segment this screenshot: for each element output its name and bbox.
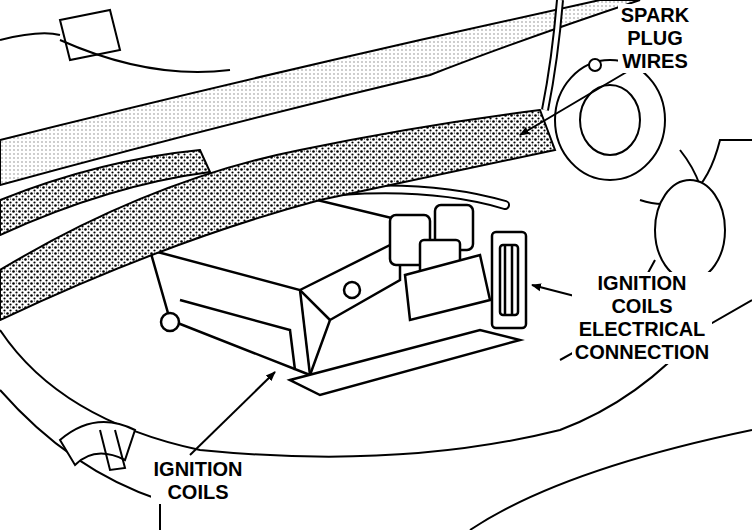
leader-line [190, 70, 630, 455]
wire [545, 0, 560, 110]
wire-bundle [0, 150, 210, 235]
part-label: IGNITION COILS [151, 458, 246, 504]
part-label: SPARK PLUG WIRES [618, 4, 693, 73]
wire [545, 0, 560, 110]
wire-bundle [0, 110, 555, 320]
part-label: IGNITION COILS ELECTRICAL CONNECTION [572, 272, 712, 364]
